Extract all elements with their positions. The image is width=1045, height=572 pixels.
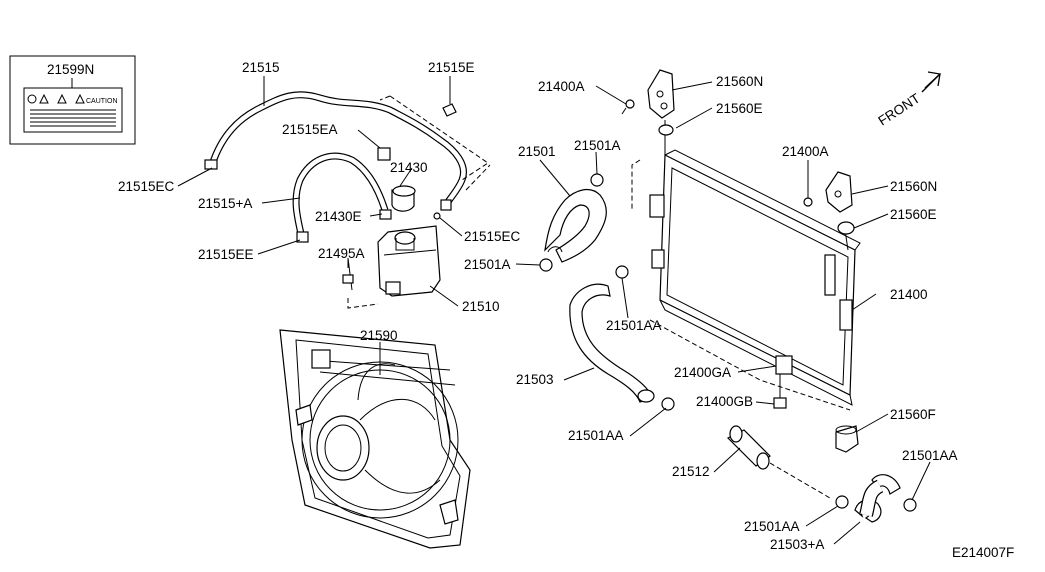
label-21560F: 21560F — [890, 407, 936, 422]
bracket-21560N-top — [621, 69, 675, 136]
label-21400GB: 21400GB — [696, 394, 753, 409]
mount-21560F — [835, 425, 859, 453]
front-arrow: FRONT — [875, 71, 942, 129]
label-21430E: 21430E — [315, 209, 362, 224]
label-21560N-right: 21560N — [890, 179, 937, 194]
caution-text: CAUTION — [86, 98, 118, 105]
label-21400A-right: 21400A — [782, 144, 829, 159]
label-21501AA-mid: 21501AA — [606, 318, 662, 333]
label-21495A: 21495A — [318, 246, 365, 261]
label-21560E-right: 21560E — [890, 207, 937, 222]
fan-shroud-assembly — [279, 329, 471, 549]
hose-21501 — [539, 173, 607, 272]
hose-21503 — [569, 265, 675, 411]
label-21515pA: 21515+A — [198, 196, 252, 211]
front-label: FRONT — [875, 91, 922, 129]
label-21512: 21512 — [672, 464, 710, 479]
label-21503pA: 21503+A — [770, 537, 824, 552]
label-21560E-top: 21560E — [716, 101, 763, 116]
label-21501AA-right: 21501AA — [902, 448, 958, 463]
label-21590: 21590 — [360, 328, 398, 343]
leader-lines — [177, 76, 931, 545]
label-21515EC-left: 21515EC — [118, 179, 175, 194]
label-21599N: 21599N — [47, 62, 94, 77]
label-21501A-left: 21501A — [464, 257, 511, 272]
label-21400A-top: 21400A — [538, 79, 585, 94]
label-21515EC-right: 21515EC — [464, 229, 521, 244]
bracket-21400GA — [773, 355, 793, 409]
part-labels: 21515 21515E 21515EA 21515EC 21430 21515… — [118, 60, 1014, 560]
label-21515: 21515 — [242, 60, 280, 75]
label-21503: 21503 — [516, 372, 554, 387]
radiator-core — [631, 120, 861, 411]
label-21515EE: 21515EE — [198, 247, 254, 262]
label-21501A-top: 21501A — [574, 138, 621, 153]
label-21515EA: 21515EA — [282, 122, 338, 137]
label-21501: 21501 — [518, 144, 556, 159]
label-21510: 21510 — [462, 299, 500, 314]
caution-label-box: 21599N CAUTION — [9, 55, 136, 145]
label-21501AA-bottom: 21501AA — [744, 519, 800, 534]
diagram-code: E214007F — [952, 545, 1014, 560]
hose-21503A — [835, 474, 917, 523]
label-21400: 21400 — [890, 287, 928, 302]
pipe-21512 — [726, 425, 831, 499]
hose-21515 — [204, 91, 491, 211]
label-21501AA-lower: 21501AA — [568, 428, 624, 443]
label-21560N-top: 21560N — [716, 74, 763, 89]
bracket-21560N-right — [803, 171, 855, 235]
reservoir-tank — [342, 185, 441, 309]
label-21400GA: 21400GA — [674, 365, 731, 380]
label-21515E: 21515E — [428, 60, 475, 75]
hose-21515A — [292, 147, 392, 243]
label-21430: 21430 — [390, 160, 428, 175]
